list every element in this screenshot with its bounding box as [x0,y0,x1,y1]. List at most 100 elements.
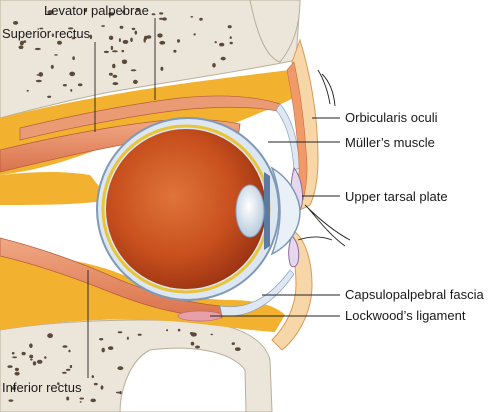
bone-pore [68,349,71,353]
bone-pore [117,366,124,371]
bone-pore [133,79,138,84]
bone-pore [131,27,136,31]
bone-pore [26,89,29,92]
bone-pore [21,351,26,356]
bone-pore [65,368,71,371]
bone-pore [214,41,217,44]
bone-pore [36,359,43,364]
bone-pore [50,64,54,69]
frontal-bone [249,0,301,63]
bone-pore [234,347,241,351]
bone-pore [34,47,41,51]
upper-eyelashes [304,204,351,247]
label-mullers-muscle: Müller’s muscle [345,135,435,150]
bone-pore [117,331,123,334]
lower-eyelashes [297,236,333,241]
bone-pore [57,40,62,45]
bone-pore [229,41,233,45]
bone-pore [93,382,98,386]
bone-pore [108,72,113,76]
bone-pore [54,54,58,56]
bone-pore [121,59,128,65]
label-inferior-rectus: Inferior rectus [2,380,82,395]
bone-pore [229,36,232,39]
bone-pore [112,82,119,86]
capsulopalpebral-fascia-tissue [219,269,295,317]
bone-pore [112,63,116,69]
label-lockwoods-ligament: Lockwood’s ligament [345,308,466,323]
bone-pore [111,50,118,53]
bone-pore [112,74,118,78]
bone-pore [47,10,50,13]
lower-tarsal-plate [288,235,300,268]
bone-pore [79,401,82,403]
bone-pore [190,332,197,337]
bone-pore [190,341,195,346]
bone-pore [47,333,53,339]
bone-pore [69,71,76,77]
bone-pore [177,39,180,43]
bone-pore [14,367,19,372]
bone-pore [166,329,169,332]
bone-pore [130,37,133,42]
bone-pore [220,56,226,61]
bone-pore [99,338,104,341]
bone-pore [119,391,122,395]
bone-pore [72,56,75,61]
bone-pore [100,385,104,390]
lens [235,184,265,238]
bone-pore [90,398,96,403]
bone-pore [66,396,70,401]
bone-pore [126,336,129,340]
bone-pore [231,342,235,345]
bone-pore [122,39,129,44]
bone-pore [62,345,68,348]
bone-pore [91,375,95,379]
label-upper-tarsal-plate: Upper tarsal plate [345,189,448,204]
leader-lines [87,18,340,378]
bone-pore [118,38,121,43]
bone-pore [13,21,19,25]
bone-pore [32,361,37,366]
bone-pore [160,66,164,71]
bone-pore [159,17,164,20]
bone-pore [47,95,52,99]
label-superior-rectus: Superior rectus [2,26,91,41]
bone-pore [159,12,164,15]
label-capsulopalpebral-fascia: Capsulopalpebral fascia [345,287,485,302]
bone-pore [212,63,216,68]
bone-pore [159,40,166,45]
bone-pore [121,49,125,53]
bone-pore [135,8,140,12]
bone-pore [44,356,47,359]
bone-pore [57,382,60,386]
bone-pore [210,333,214,336]
bone-pore [119,25,124,29]
bone-pore [18,45,24,50]
bone-pore [103,50,109,54]
bone-pore [101,25,105,27]
bone-pore [71,37,76,40]
bone-pore [137,333,142,336]
globe-vitreous [106,129,266,289]
bone-pore [134,30,138,35]
bone-pore [227,25,232,29]
bone-pore [62,84,67,87]
bone-pore [68,27,74,30]
bone-pore [29,343,33,349]
bone-pore [89,34,93,40]
bone-pore [30,358,33,361]
bone-pore [108,346,114,350]
iris [264,172,270,250]
bone-pore [108,35,114,40]
bone-pore [12,356,17,359]
bone-pore [51,33,55,37]
bone-pore [35,79,42,83]
bone-pore [116,391,120,394]
bone-pore [108,12,115,16]
bone-pore [190,15,194,18]
bone-pore [23,40,27,43]
bone-pore [39,27,44,30]
bone-pore [110,45,114,51]
